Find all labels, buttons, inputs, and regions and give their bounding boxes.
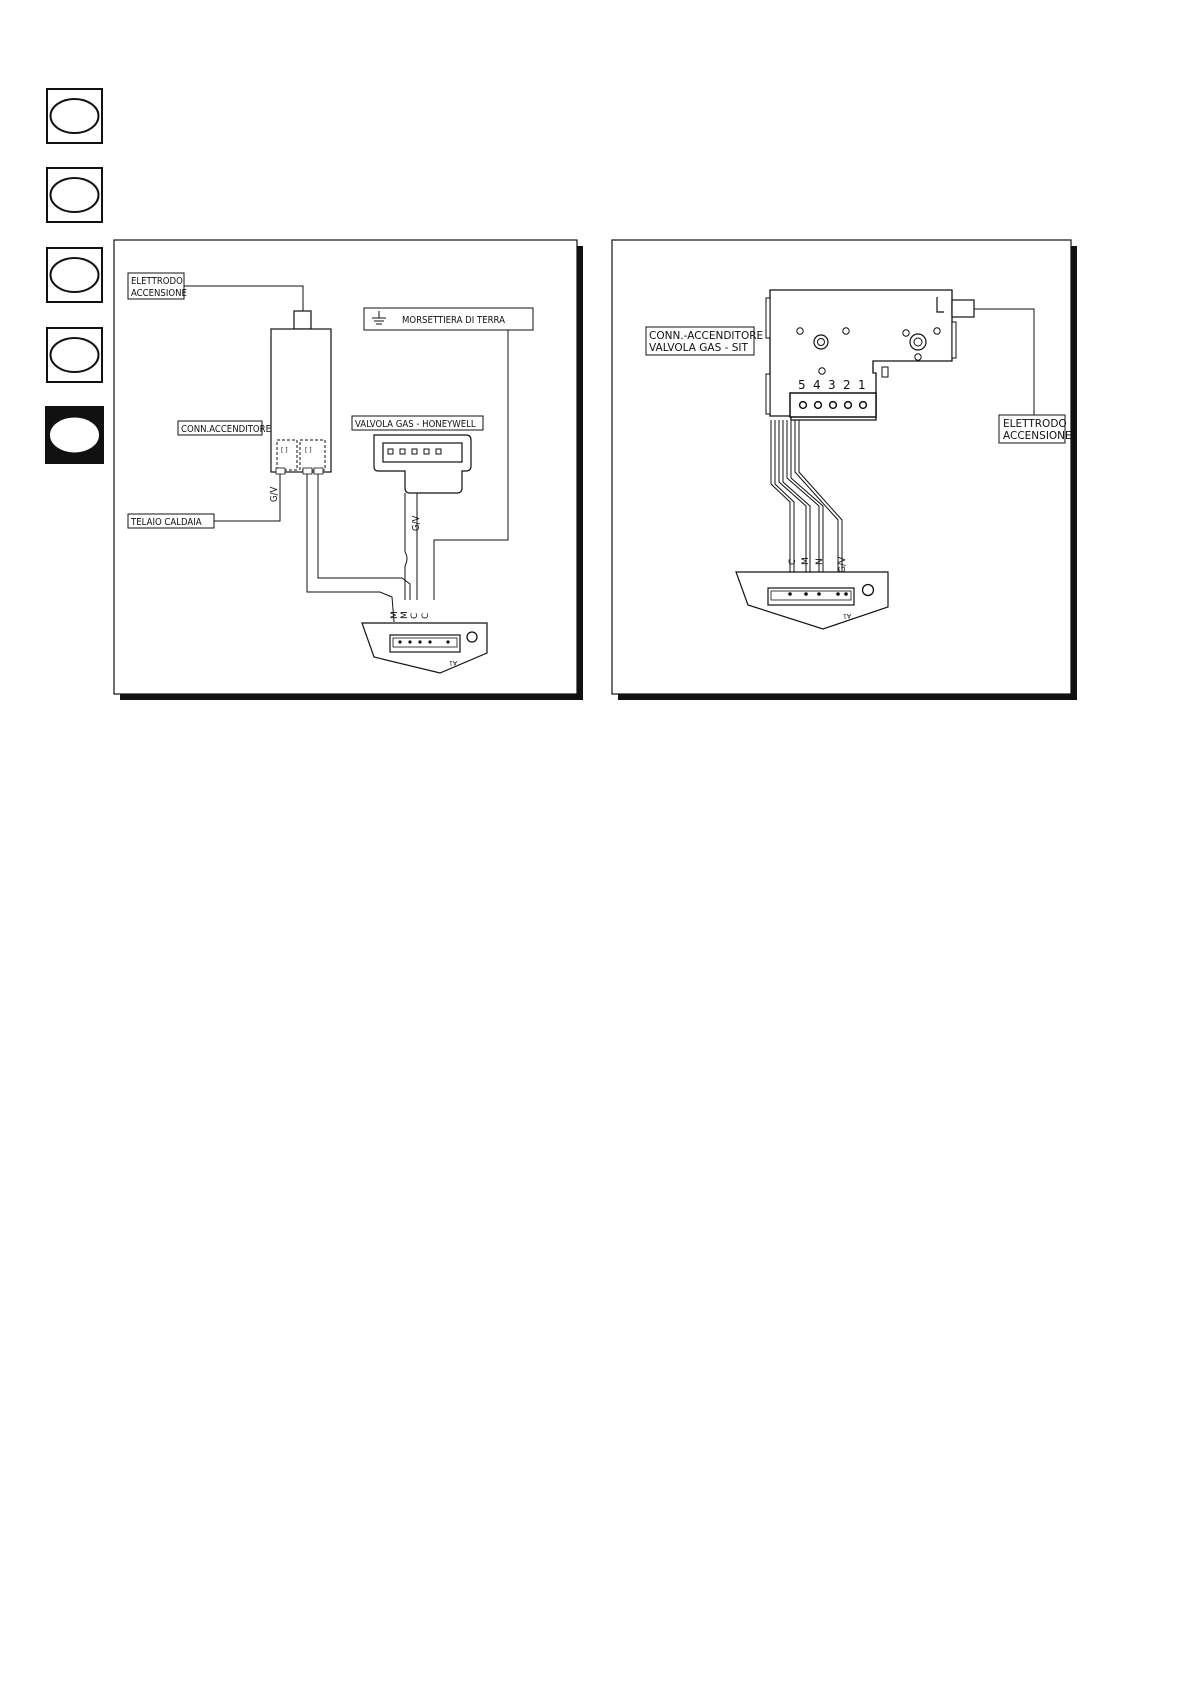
sit-pin-5: 5	[798, 378, 806, 392]
ignitor-body	[270, 328, 332, 473]
label-elettrodo-right-line2: ACCENSIONE	[1003, 430, 1072, 442]
wire-label-gv-1: G/V	[269, 486, 280, 502]
sit-pin-4: 4	[813, 378, 821, 392]
wires-left	[214, 330, 509, 623]
language-tab-4[interactable]	[46, 327, 103, 383]
language-tab-1[interactable]	[46, 88, 103, 144]
label-morsettiera: MORSETTIERA DI TERRA	[402, 315, 505, 326]
wire-label-m1: M	[390, 611, 400, 619]
diagram-right: CONN.-ACCENDITORE VALVOLA GAS - SIT 5 4 …	[611, 239, 1077, 700]
label-box-valvola-honeywell	[351, 415, 484, 431]
label-box-elettrodo	[127, 272, 185, 300]
sit-pin-1: 1	[858, 378, 866, 392]
label-elettrodo-line1: ELETTRODO	[131, 276, 183, 287]
ground-icon	[372, 311, 386, 325]
label-conn-sit-line1: CONN.-ACCENDITORE	[649, 330, 763, 342]
wire-label-m2: M	[400, 611, 410, 619]
label-box-elettrodo-right	[998, 414, 1066, 444]
label-box-morsettiera	[363, 307, 534, 331]
wire-label-gv-2: G/V	[411, 515, 422, 531]
wire-label-m: M	[801, 557, 811, 565]
sit-pin-2: 2	[843, 378, 851, 392]
diagram-left: ELETTRODO ACCENSIONE [ ] [ ] CONN.ACCEND…	[113, 239, 583, 700]
label-valvola-honeywell: VALVOLA GAS - HONEYWELL	[355, 419, 476, 430]
electrode-cap	[293, 310, 312, 330]
wire-label-c1: C	[410, 613, 420, 619]
label-conn-accenditore: CONN.ACCENDITORE	[181, 424, 271, 435]
board-left-label: A1	[449, 659, 457, 666]
sit-pin-3: 3	[828, 378, 836, 392]
language-tab-2[interactable]	[46, 167, 103, 223]
wire-label-gv: G/V	[838, 556, 848, 573]
label-box-conn-sit	[645, 326, 755, 356]
board-right-label: A1	[843, 612, 851, 619]
svg-text:[ ]: [ ]	[281, 447, 288, 454]
label-box-conn-accenditore	[177, 420, 263, 436]
wire-label-c2: C	[421, 613, 431, 619]
language-tabs	[45, 88, 104, 464]
language-tab-3[interactable]	[46, 247, 103, 303]
label-conn-sit-line2: VALVOLA GAS - SIT	[649, 342, 748, 354]
wire-label-n: N	[815, 558, 825, 565]
label-elettrodo-line2: ACCENSIONE	[131, 288, 187, 299]
svg-text:[ ]: [ ]	[305, 447, 312, 454]
label-telaio-caldaia: TELAIO CALDAIA	[130, 517, 202, 528]
language-tab-5-active[interactable]	[45, 406, 104, 464]
label-elettrodo-right-line1: ELETTRODO	[1003, 418, 1067, 430]
wire-label-c: C	[788, 559, 798, 565]
wires-right	[770, 420, 843, 592]
